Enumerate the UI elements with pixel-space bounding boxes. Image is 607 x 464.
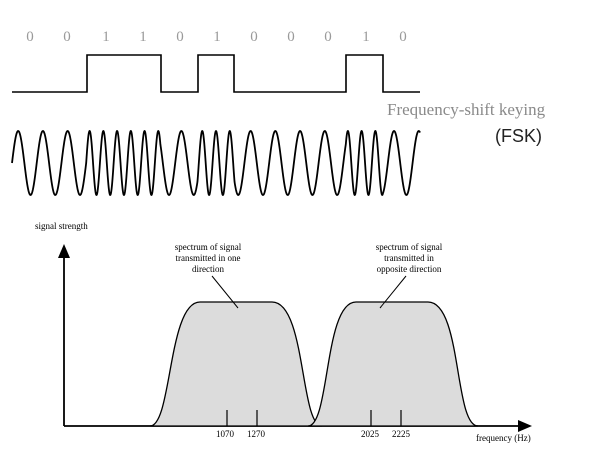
bit-label: 1 xyxy=(362,29,370,45)
fsk-waveform xyxy=(11,129,421,197)
band-2-pointer xyxy=(379,275,407,309)
tick-label-1070: 1070 xyxy=(216,429,235,439)
band-1-pointer xyxy=(211,275,239,309)
bit-label: 1 xyxy=(213,29,221,45)
bit-label: 1 xyxy=(102,29,110,45)
band-1-label: transmitted in one xyxy=(176,253,241,263)
x-axis-arrow xyxy=(518,420,532,432)
bit-label: 0 xyxy=(63,29,71,45)
band-2-label: transmitted in xyxy=(384,253,434,263)
bit-labels: 0 0 1 1 0 1 0 0 0 1 0 xyxy=(26,29,407,45)
band-1-spectrum xyxy=(149,301,323,427)
bit-label: 0 xyxy=(287,29,295,45)
band-1-label: direction xyxy=(192,264,224,274)
band-2-label: opposite direction xyxy=(377,264,442,274)
bit-label: 0 xyxy=(176,29,184,45)
bit-label: 1 xyxy=(139,29,147,45)
tick-label-2225: 2225 xyxy=(392,429,411,439)
y-axis-arrow xyxy=(58,244,70,258)
band-1-label: spectrum of signal xyxy=(175,242,242,252)
x-axis-label: frequency (Hz) xyxy=(476,433,531,443)
bit-label: 0 xyxy=(324,29,332,45)
y-axis-label: signal strength xyxy=(35,221,88,231)
fsk-title: Frequency-shift keying xyxy=(387,100,546,119)
fsk-abbrev: (FSK) xyxy=(495,126,542,146)
tick-label-2025: 2025 xyxy=(361,429,380,439)
bit-label: 0 xyxy=(26,29,34,45)
bit-label: 0 xyxy=(399,29,407,45)
tick-label-1270: 1270 xyxy=(247,429,266,439)
band-2-label: spectrum of signal xyxy=(376,242,443,252)
bit-label: 0 xyxy=(250,29,258,45)
bit-square-wave xyxy=(12,54,420,93)
band-2-spectrum xyxy=(307,301,479,427)
